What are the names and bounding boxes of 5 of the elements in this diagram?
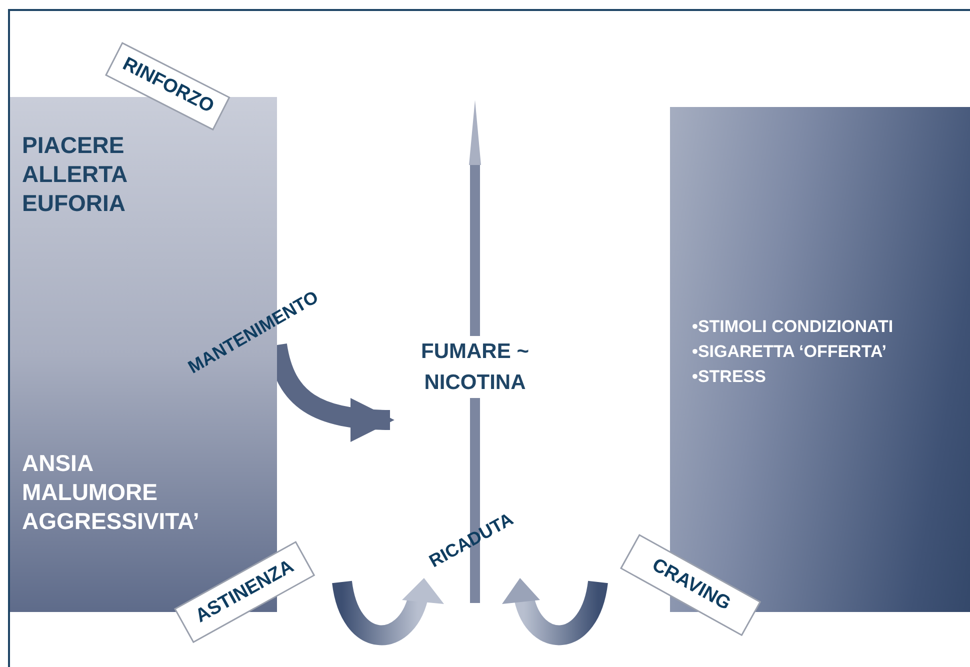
bullet-item: •SIGARETTA ‘OFFERTA’	[692, 342, 887, 362]
bullet-item: •STRESS	[692, 367, 766, 387]
state-list: PIACERE ALLERTA EUFORIA	[22, 131, 222, 218]
state-list: ANSIA MALUMORE AGGRESSIVITA’	[22, 449, 222, 536]
bullet-item: •STIMOLI CONDIZIONATI	[692, 317, 894, 337]
